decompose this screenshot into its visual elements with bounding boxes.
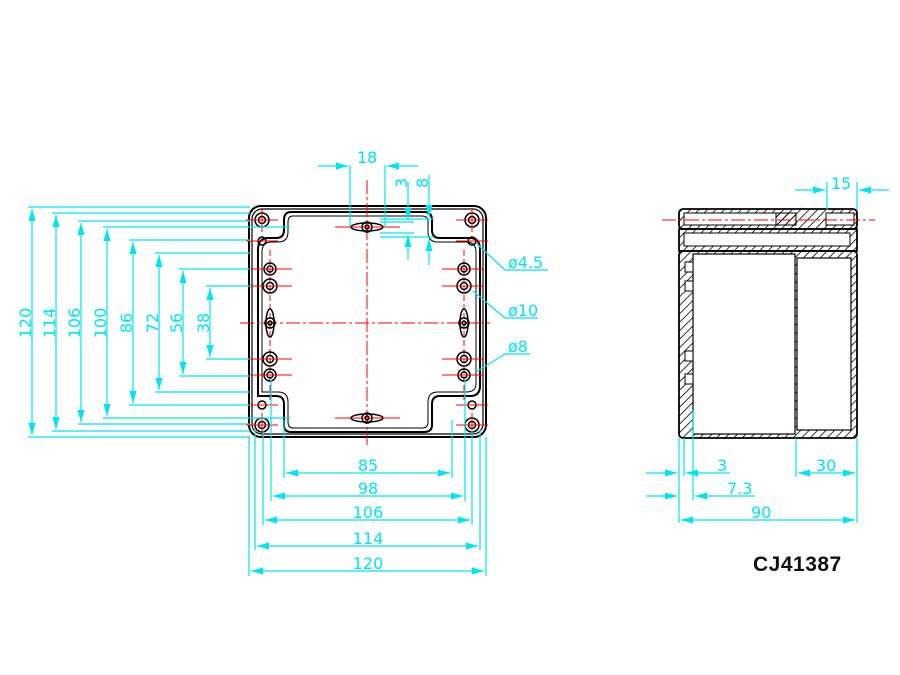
dim-15: 15 [831,174,851,193]
dim-86: 86 [117,313,136,333]
dim-30: 30 [816,456,836,475]
front-view: 120 114 106 100 86 72 56 38 85 98 106 [16,148,548,576]
dim-8-top: 8 [413,178,432,188]
vertical-dimension-labels: 120 114 106 100 86 72 56 38 [16,308,213,339]
dim-120-h: 120 [353,554,384,573]
dim-3-side: 3 [717,456,727,475]
dim-114: 114 [40,308,59,339]
dim-18: 18 [357,148,377,167]
dim-120: 120 [16,308,35,339]
dim-106: 106 [65,308,84,339]
dim-90: 90 [751,503,771,522]
dim-85: 85 [358,456,378,475]
dim-3-top: 3 [392,178,411,188]
dim-106-h: 106 [353,503,384,522]
dim-7-3: 7.3 [727,479,752,498]
dim-114-h: 114 [353,529,384,548]
dim-72: 72 [143,313,162,333]
side-view: 15 3 7.3 30 90 [646,174,889,524]
dim-56: 56 [167,313,186,333]
horizontal-dimension-labels: 85 98 106 114 120 [353,456,384,573]
callout-d8: ø8 [508,337,528,356]
callout-d10: ø10 [508,301,538,320]
dim-38: 38 [194,313,213,333]
part-code: CJ41387 [753,553,842,576]
dim-100: 100 [91,308,110,339]
dim-98: 98 [358,479,378,498]
callout-d4-5: ø4.5 [508,253,543,272]
